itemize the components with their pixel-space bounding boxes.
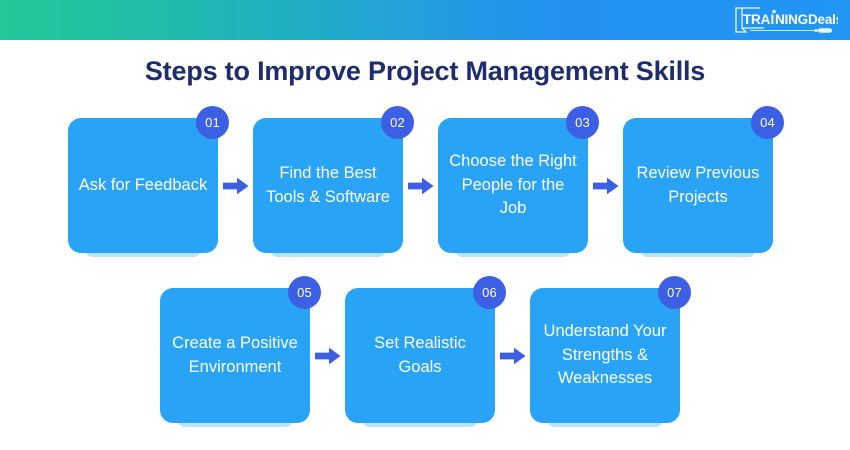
arrow-right-icon xyxy=(588,118,623,253)
step-card-body[interactable]: Choose the Right People for the Job xyxy=(438,118,588,253)
arrow-right-icon xyxy=(218,118,253,253)
step-card-body[interactable]: Find the Best Tools & Software xyxy=(253,118,403,253)
step-card-body[interactable]: Review Previous Projects xyxy=(623,118,773,253)
step-card-2[interactable]: Find the Best Tools & Software 02 xyxy=(253,106,414,266)
flow-row-one: Ask for Feedback 01 Find the Best Tools … xyxy=(68,106,784,266)
arrow-right-icon xyxy=(403,118,438,253)
step-card-3[interactable]: Choose the Right People for the Job 03 xyxy=(438,106,599,266)
step-card-1[interactable]: Ask for Feedback 01 xyxy=(68,106,229,266)
flow-row-two: Create a Positive Environment 05 Set Rea… xyxy=(160,276,691,436)
step-card-label: Choose the Right People for the Job xyxy=(449,152,577,218)
step-number-badge: 04 xyxy=(751,106,784,139)
step-card-label: Set Realistic Goals xyxy=(374,334,466,376)
step-card-label: Review Previous Projects xyxy=(636,164,760,206)
step-number-badge: 05 xyxy=(288,276,321,309)
step-number-badge: 03 xyxy=(566,106,599,139)
svg-text:I: I xyxy=(771,12,775,27)
step-number-badge: 01 xyxy=(196,106,229,139)
step-card-label: Understand Your Strengths & Weaknesses xyxy=(543,322,667,388)
arrow-right-icon xyxy=(495,288,530,423)
step-number-badge: 07 xyxy=(658,276,691,309)
svg-text:NING: NING xyxy=(775,12,808,27)
svg-text:Deals: Deals xyxy=(808,12,838,27)
svg-text:TRA: TRA xyxy=(743,12,771,27)
step-card-body[interactable]: Ask for Feedback xyxy=(68,118,218,253)
arrow-right-icon xyxy=(310,288,345,423)
step-number-badge: 06 xyxy=(473,276,506,309)
step-card-label: Create a Positive Environment xyxy=(172,334,298,376)
step-card-label: Find the Best Tools & Software xyxy=(266,164,390,206)
page-title: Steps to Improve Project Management Skil… xyxy=(144,56,706,86)
step-card-body[interactable]: Create a Positive Environment xyxy=(160,288,310,423)
training-deals-logo[interactable]: TRA I NING Deals xyxy=(730,5,838,35)
step-number-badge: 02 xyxy=(381,106,414,139)
step-card-4[interactable]: Review Previous Projects 04 xyxy=(623,106,784,266)
step-card-body[interactable]: Set Realistic Goals xyxy=(345,288,495,423)
step-card-label: Ask for Feedback xyxy=(78,175,208,194)
step-card-7[interactable]: Understand Your Strengths & Weaknesses 0… xyxy=(530,276,691,436)
step-card-6[interactable]: Set Realistic Goals 06 xyxy=(345,276,506,436)
header-band: TRA I NING Deals xyxy=(0,0,850,40)
step-card-5[interactable]: Create a Positive Environment 05 xyxy=(160,276,321,436)
step-card-body[interactable]: Understand Your Strengths & Weaknesses xyxy=(530,288,680,423)
